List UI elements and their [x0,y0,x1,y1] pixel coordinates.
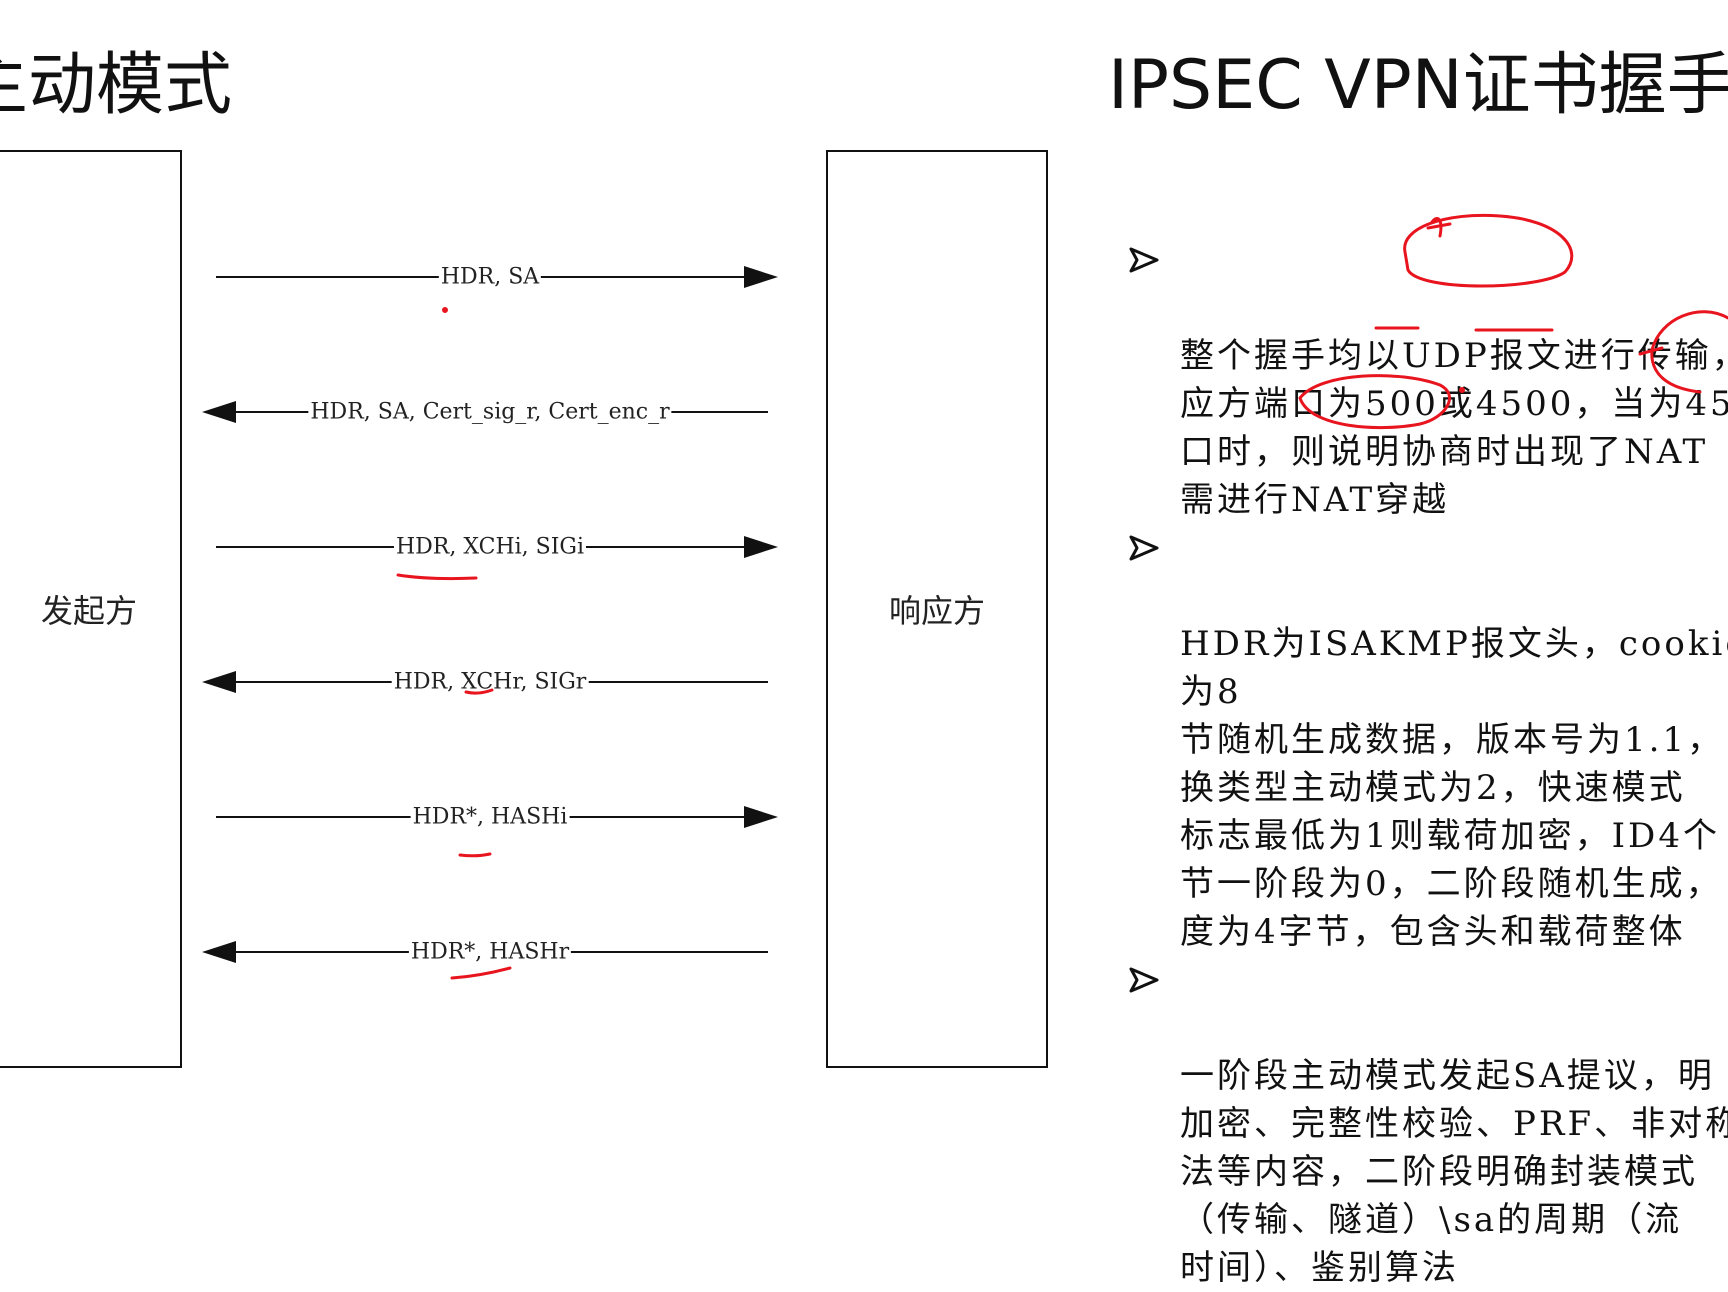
note-text-1: 整个握手均以UDP报文进行传输， 应方端口为500或4500，当为450 口时，… [1180,336,1728,520]
message-label: HDR*, HASHi [410,804,570,830]
message-label: HDR, SA, Cert_sig_r, Cert_enc_r [308,399,672,425]
arrowhead-right-icon [744,536,778,558]
arrowhead-left-icon [202,941,236,963]
message-label: HDR, XCHi, SIGi [393,534,587,560]
arrowhead-bullet-icon [1129,967,1159,993]
initiator-label: 发起方 [40,592,137,630]
slide-title-right: IPSEC VPN证书握手协 [1108,46,1728,125]
responder-label: 响应方 [888,592,985,630]
arrowhead-right-icon [744,806,778,828]
note-text-2: HDR为ISAKMP报文头，cookie为8 节随机生成数据，版本号为1.1， … [1180,624,1728,952]
message-label: HDR, SA [438,264,542,290]
arrowhead-bullet-icon [1129,535,1159,561]
note-bullet-2: HDR为ISAKMP报文头，cookie为8 节随机生成数据，版本号为1.1， … [1128,524,1728,956]
note-bullet-1: 整个握手均以UDP报文进行传输， 应方端口为500或4500，当为450 口时，… [1128,236,1728,524]
notes-list: 整个握手均以UDP报文进行传输， 应方端口为500或4500，当为450 口时，… [1128,236,1728,1292]
arrowhead-right-icon [744,266,778,288]
arrowhead-left-icon [202,671,236,693]
note-bullet-3: 一阶段主动模式发起SA提议，明 加密、完整性校验、PRF、非对称 法等内容，二阶… [1128,956,1728,1292]
slide-title-left: 主动模式 [0,46,233,125]
responder-box: 响应方 [826,150,1048,1068]
arrowhead-left-icon [202,401,236,423]
note-text-3: 一阶段主动模式发起SA提议，明 加密、完整性校验、PRF、非对称 法等内容，二阶… [1180,1056,1728,1288]
arrowhead-bullet-icon [1129,247,1159,273]
message-label: HDR*, HASHr [408,939,572,965]
message-label: HDR, XCHr, SIGr [391,669,589,695]
initiator-box: 发起方 [0,150,182,1068]
